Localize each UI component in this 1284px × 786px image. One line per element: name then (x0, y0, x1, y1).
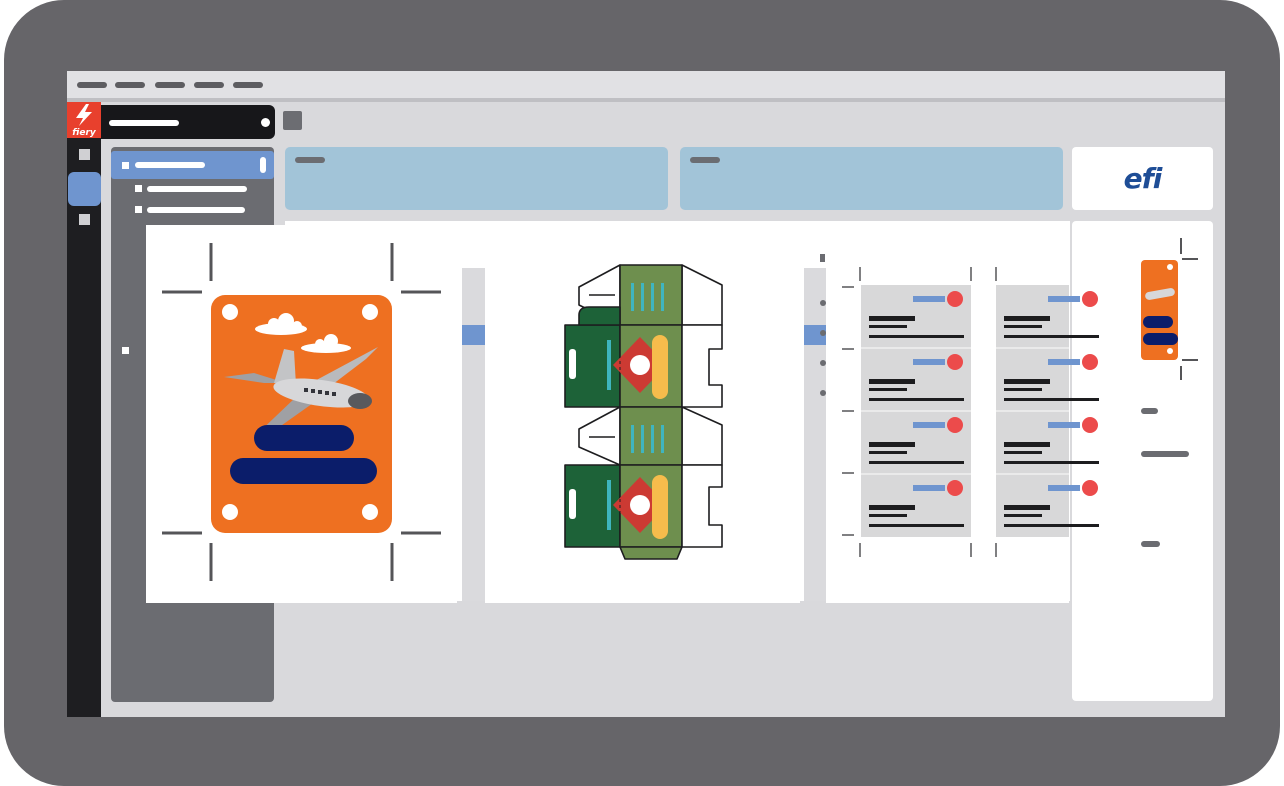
list-stub-3 (820, 330, 826, 336)
business-cards-sheet (842, 267, 1107, 557)
header-card-2[interactable] (680, 147, 1063, 210)
header-card-2-label (690, 157, 720, 163)
list-stub-5 (820, 390, 826, 396)
poster-thumbnail-peek[interactable] (1141, 260, 1178, 360)
efi-logo-box: efi (1072, 147, 1213, 210)
right-column-stub-3 (1141, 541, 1160, 547)
header-card-1[interactable] (285, 147, 668, 210)
right-column-stub-1 (1141, 408, 1158, 414)
fiery-logo-text: fiery (72, 128, 97, 138)
menu-item-1[interactable] (77, 82, 107, 88)
tree-child-bullet-1 (135, 185, 142, 192)
menu-item-5[interactable] (233, 82, 263, 88)
cloud-icon (255, 313, 351, 353)
content-divider-1 (462, 268, 489, 601)
poster-headline-bar (254, 425, 354, 451)
poster-subheadline-bar (230, 458, 377, 484)
list-stub-4 (820, 360, 826, 366)
fiery-logo: fiery (67, 102, 101, 138)
tree-item-selected[interactable] (111, 151, 274, 179)
menu-bar (67, 71, 1225, 102)
rail-icon-3[interactable] (79, 214, 90, 225)
list-stub-1 (820, 254, 825, 262)
tree-item-bullet (122, 162, 129, 169)
menu-item-2[interactable] (115, 82, 145, 88)
efi-logo: efi (1123, 162, 1163, 195)
poster-illustration (162, 243, 441, 581)
menu-item-3[interactable] (155, 82, 185, 88)
poster-artboard[interactable] (146, 225, 457, 603)
window-title-bar (101, 105, 275, 139)
crop-marks (162, 243, 441, 581)
tree-item-bullet-2 (122, 347, 129, 354)
tree-item-label (135, 162, 205, 168)
rail-icon-1[interactable] (79, 149, 90, 160)
content-selection-1 (462, 325, 489, 345)
tree-child-2[interactable] (147, 207, 245, 213)
window-title (109, 120, 179, 126)
rail-icon-active[interactable] (68, 172, 101, 206)
right-column-stub-2 (1141, 451, 1189, 457)
business-cards-artboard[interactable] (826, 225, 1107, 603)
box-dieline (564, 264, 723, 560)
window-status-dot[interactable] (261, 118, 270, 127)
tree-item-scroll-handle[interactable] (260, 157, 266, 173)
list-stub-2 (820, 300, 826, 306)
toolbar-square-button[interactable] (283, 111, 302, 130)
menu-item-4[interactable] (194, 82, 224, 88)
tree-child-bullet-2 (135, 206, 142, 213)
fiery-lightning-icon: fiery (72, 104, 97, 138)
left-rail: fiery (67, 102, 101, 717)
packaging-artboard[interactable] (485, 225, 800, 603)
header-card-1-label (295, 157, 325, 163)
tree-child-1[interactable] (147, 186, 247, 192)
